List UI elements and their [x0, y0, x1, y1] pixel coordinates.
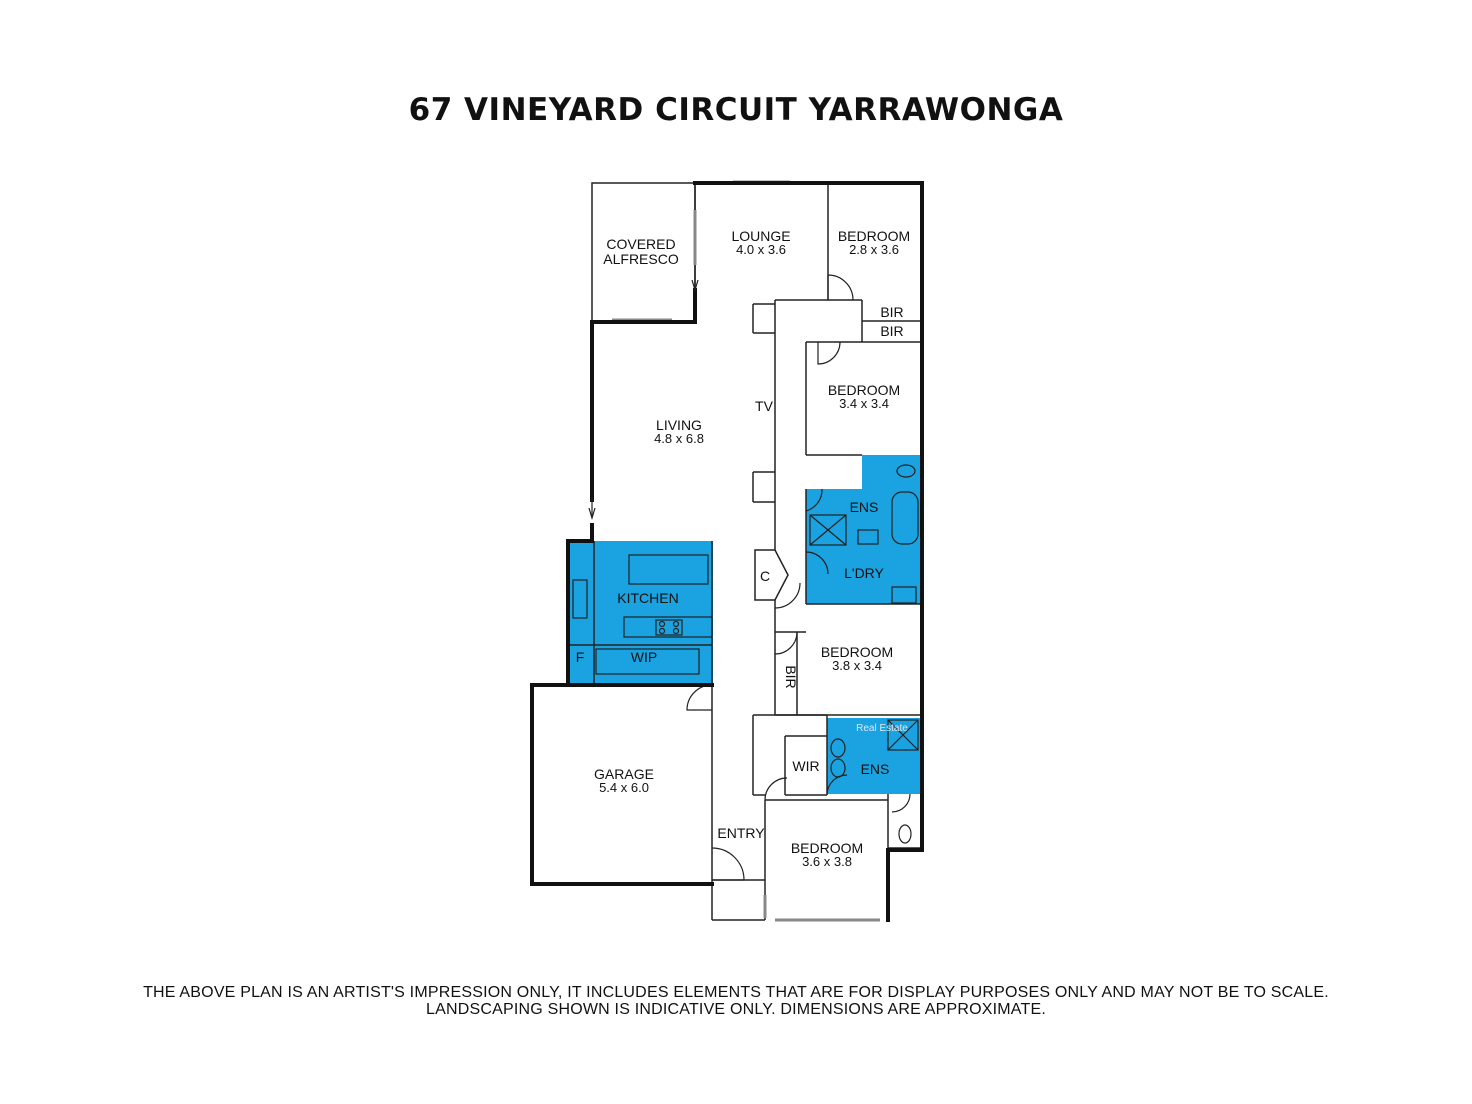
bedroom-1-dims: 2.8 x 3.6 — [849, 242, 899, 257]
cupboard-label: C — [760, 568, 770, 584]
bedroom-2-label: BEDROOM — [828, 382, 900, 398]
wip-shelf — [595, 648, 700, 675]
living-dims: 4.8 x 6.8 — [654, 431, 704, 446]
kitchen-bench — [623, 616, 713, 638]
tv-label: TV — [755, 398, 774, 414]
bir-1-label: BIR — [880, 304, 903, 320]
bathtub-icon — [891, 491, 919, 545]
bedroom-3-label: BEDROOM — [821, 644, 893, 660]
toilet-icon — [896, 464, 916, 478]
room-labels: COVERED ALFRESCO LOUNGE 4.0 x 3.6 BEDROO… — [576, 228, 910, 869]
kitchen-fill — [568, 541, 713, 685]
garage-dims: 5.4 x 6.0 — [599, 780, 649, 795]
bir-2-label: BIR — [880, 323, 903, 339]
shower-2-icon — [887, 719, 919, 751]
wip-label: WIP — [631, 649, 657, 665]
cupboard-outline — [754, 549, 789, 601]
shower-1-icon — [809, 514, 847, 546]
laundry-tub-icon — [891, 586, 917, 604]
garage-label: GARAGE — [594, 766, 654, 782]
ensuite-1-label: ENS — [850, 499, 879, 515]
cooktop-icon — [655, 619, 683, 636]
page-title: 67 VINEYARD CIRCUIT YARRAWONGA — [408, 92, 1064, 128]
kitchen-fixtures — [572, 554, 713, 675]
bedroom-4-label: BEDROOM — [791, 840, 863, 856]
ensuite-2-fill — [827, 718, 922, 794]
kitchen-sink — [572, 579, 588, 619]
covered-alfresco-label-2: ALFRESCO — [603, 251, 679, 267]
bath-fixtures — [809, 464, 919, 844]
bedroom-1-label: BEDROOM — [838, 228, 910, 244]
toilet-2-icon — [898, 824, 912, 844]
vanity-2a-icon — [830, 738, 846, 758]
kitchen-island — [628, 554, 709, 585]
wet-area-fills — [568, 455, 922, 794]
ensuite-1-fill — [806, 489, 922, 548]
lounge-dims: 4.0 x 3.6 — [736, 242, 786, 257]
bir-3-label: BIR — [783, 665, 799, 688]
living-label: LIVING — [656, 417, 702, 433]
watermark-text: Real Estate — [856, 723, 908, 734]
partition-lines — [568, 182, 922, 921]
laundry-fill — [806, 548, 922, 604]
disclaimer-line-1: THE ABOVE PLAN IS AN ARTIST'S IMPRESSION… — [143, 984, 1329, 1001]
laundry-label: L'DRY — [844, 565, 884, 581]
covered-alfresco-label-1: COVERED — [606, 236, 675, 252]
kitchen-label: KITCHEN — [617, 590, 678, 606]
bedroom-2-dims: 3.4 x 3.4 — [839, 396, 889, 411]
entry-label: ENTRY — [717, 825, 765, 841]
wir-label: WIR — [792, 758, 819, 774]
bedroom-3-dims: 3.8 x 3.4 — [832, 658, 882, 673]
lounge-label: LOUNGE — [731, 228, 790, 244]
exterior-walls — [530, 181, 924, 922]
fridge-label: F — [576, 649, 585, 665]
sliding-arrows — [588, 279, 699, 521]
vanity-1-icon — [857, 529, 879, 545]
toilet-1-fill — [862, 455, 922, 489]
disclaimer-line-2: LANDSCAPING SHOWN IS INDICATIVE ONLY. DI… — [426, 1001, 1046, 1018]
ensuite-2-label: ENS — [861, 761, 890, 777]
bedroom-4-dims: 3.6 x 3.8 — [802, 854, 852, 869]
